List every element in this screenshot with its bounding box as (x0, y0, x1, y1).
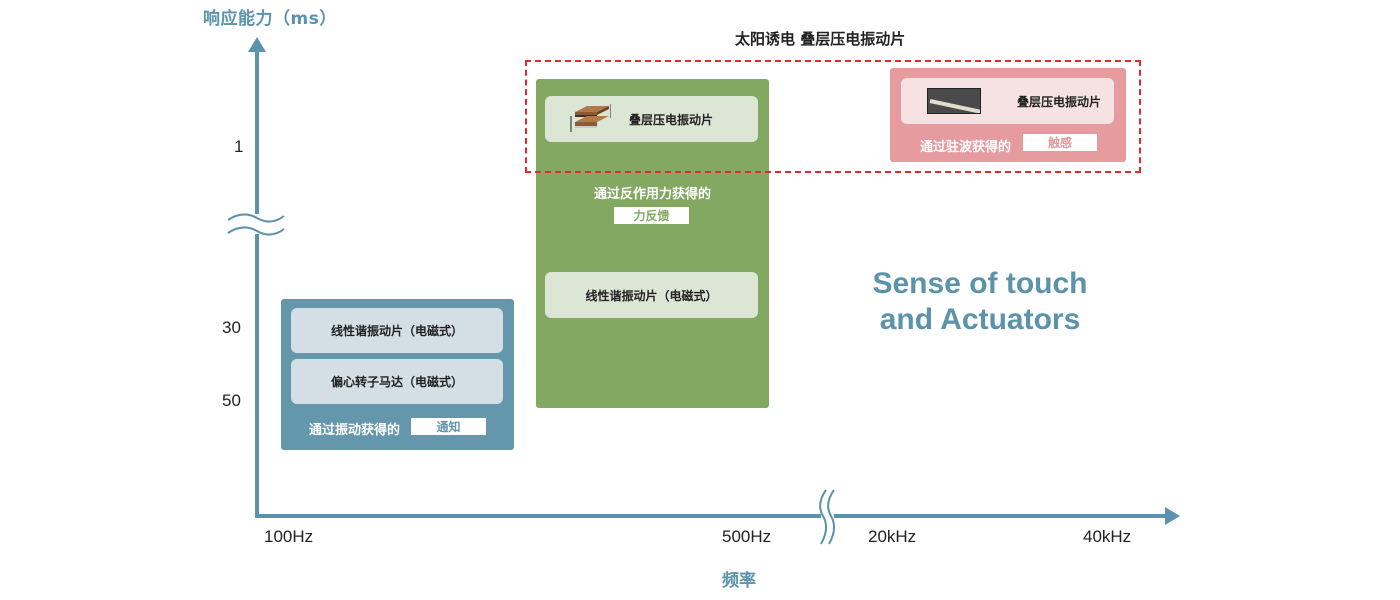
y-tick-1: 1 (234, 137, 244, 156)
x-axis-arrow (1165, 507, 1180, 525)
card-multilayer-piezo: 叠层压电振动片 (901, 78, 1114, 124)
subtitle-line-2: and Actuators (879, 303, 1081, 336)
group-caption: 通过反作用力获得的 (593, 187, 711, 202)
piezo-stack-icon (570, 104, 611, 132)
card-label: 偏心转子马达（电磁式） (330, 375, 463, 389)
card-linear-resonant-actuator: 线性谐振动片（电磁式） (291, 308, 503, 353)
group-caption: 通过驻波获得的 (920, 140, 1012, 155)
subtitle-label: Sense of touch and Actuators (850, 266, 1110, 338)
highlight-box (525, 60, 1141, 173)
y-axis-label: 响应能力（ms） (203, 9, 337, 29)
group-badge: 触感 (1023, 134, 1097, 151)
card-multilayer-piezo: 叠层压电振动片 (545, 96, 758, 142)
card-label: 叠层压电振动片 (1017, 94, 1102, 109)
card-label: 叠层压电振动片 (629, 112, 714, 127)
group-notification: 线性谐振动片（电磁式） 偏心转子马达（电磁式） 通过振动获得的 通知 (281, 299, 514, 450)
y-tick-50: 50 (222, 391, 241, 410)
card-label: 线性谐振动片（电磁式） (330, 324, 463, 338)
piezo-strip-photo-icon (927, 88, 981, 114)
card-linear-resonant-actuator: 线性谐振动片（电磁式） (545, 272, 758, 318)
y-axis-arrow (248, 37, 266, 52)
y-axis-break-icon (227, 213, 285, 223)
x-tick-40khz: 40kHz (1083, 527, 1132, 546)
x-tick-500hz: 500Hz (722, 527, 772, 546)
card-eccentric-rotating-mass: 偏心转子马达（电磁式） (291, 359, 503, 404)
diagram-title: 太阳诱电 叠层压电振动片 (735, 30, 906, 48)
x-axis-label: 频率 (722, 571, 756, 591)
x-axis-break-icon-2 (827, 489, 835, 545)
group-caption: 通过振动获得的 (309, 423, 401, 438)
y-tick-30: 30 (222, 318, 241, 337)
x-tick-20khz: 20kHz (868, 527, 917, 546)
group-badge: 力反馈 (614, 207, 689, 224)
x-tick-100hz: 100Hz (264, 527, 314, 546)
x-axis-break-icon (819, 489, 827, 545)
subtitle-line-1: Sense of touch (872, 267, 1088, 300)
group-tactile: 叠层压电振动片 通过驻波获得的 触感 (890, 68, 1126, 162)
y-axis-break-gap (240, 214, 280, 234)
group-badge: 通知 (411, 418, 486, 435)
card-label: 线性谐振动片（电磁式） (585, 288, 718, 303)
y-axis-break-icon-2 (227, 226, 285, 236)
group-force-feedback: 叠层压电振动片 通过反作用力获得的 力反馈 线性谐振动片（电磁式） (536, 79, 769, 408)
